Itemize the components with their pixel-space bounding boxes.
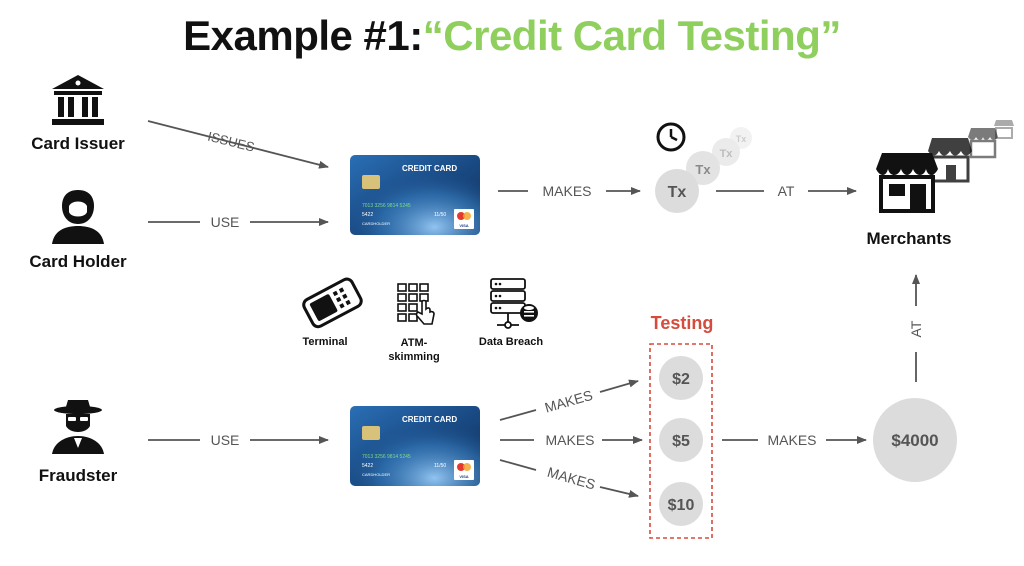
store-icon xyxy=(968,128,998,159)
edge-label-makes: MAKES xyxy=(546,464,598,493)
card-holder: CARDHOLDER xyxy=(362,472,390,477)
atm-keypad-icon xyxy=(397,283,435,325)
card-issuer-label: Card Issuer xyxy=(31,134,125,153)
big-purchase-label: $4000 xyxy=(891,431,938,450)
title-prefix: Example #1: xyxy=(183,12,423,59)
test-amount-label: $5 xyxy=(672,433,690,450)
edge-label-issues: ISSUES xyxy=(206,129,256,155)
title-highlight: “Credit Card Testing” xyxy=(422,12,842,59)
card-code: 5422 xyxy=(362,463,373,469)
big-purchase: $4000 xyxy=(873,398,957,482)
store-icon xyxy=(876,153,938,213)
test-amount-2: $2 xyxy=(659,356,703,400)
testing-label: Testing xyxy=(650,313,714,333)
card-expiry: 11/50 xyxy=(434,212,446,218)
test-amount-label: $2 xyxy=(672,371,690,388)
card-holder-label: Card Holder xyxy=(29,252,127,271)
edge-label-use: USE xyxy=(211,432,240,448)
bank-icon xyxy=(52,75,104,125)
store-icon xyxy=(928,138,972,183)
card-number: 7013 3256 9814 5245 xyxy=(362,203,411,209)
person-icon xyxy=(52,190,104,244)
tx-label: Tx xyxy=(695,162,711,177)
edge-label-makes: MAKES xyxy=(545,432,594,448)
edge-label-at: AT xyxy=(778,183,795,199)
database-server-icon xyxy=(490,278,538,329)
clock-icon xyxy=(656,122,686,152)
edge-label-use: USE xyxy=(211,214,240,230)
test-amount-10: $10 xyxy=(659,482,703,526)
card-expiry: 11/50 xyxy=(434,463,446,469)
card-terminal-icon xyxy=(302,277,363,329)
card-label: CREDIT CARD xyxy=(402,164,457,173)
credit-card-bottom: CREDIT CARD 7013 3256 9814 5245 5422 11/… xyxy=(350,406,480,486)
edge-label-makes: MAKES xyxy=(543,387,595,416)
atm-skimming-label-line2: skimming xyxy=(388,351,440,363)
atm-skimming-label-line1: ATM- xyxy=(400,337,428,349)
credit-card-top: CREDIT CARD 7013 3256 9814 5245 5422 11/… xyxy=(350,155,480,235)
card-number: 7013 3256 9814 5245 xyxy=(362,454,411,460)
fraudster-icon xyxy=(52,400,104,454)
edge-label-makes: MAKES xyxy=(542,183,591,199)
card-brand: VISA xyxy=(459,223,468,228)
fraudster-label: Fraudster xyxy=(38,466,118,485)
tx-label: Tx xyxy=(668,184,687,201)
data-breach-label: Data Breach xyxy=(478,336,544,348)
edge-label-at: AT xyxy=(908,320,924,337)
card-code: 5422 xyxy=(362,212,373,218)
card-label: CREDIT CARD xyxy=(402,415,457,424)
atm-skimming-label: ATM- skimming xyxy=(374,336,454,364)
test-amount-5: $5 xyxy=(659,418,703,462)
store-icon xyxy=(994,120,1014,139)
merchants-label: Merchants xyxy=(866,229,952,248)
terminal-label: Terminal xyxy=(302,336,348,348)
edge-label-makes: MAKES xyxy=(767,432,816,448)
transactions-cluster: Tx Tx Tx Tx xyxy=(655,127,752,213)
tx-label: Tx xyxy=(736,134,747,144)
test-amount-label: $10 xyxy=(668,497,695,514)
tx-label: Tx xyxy=(720,148,734,160)
card-brand: VISA xyxy=(459,474,468,479)
testing-box xyxy=(649,343,713,539)
card-holder: CARDHOLDER xyxy=(362,221,390,226)
page-title: Example #1:“Credit Card Testing” xyxy=(0,12,1024,60)
